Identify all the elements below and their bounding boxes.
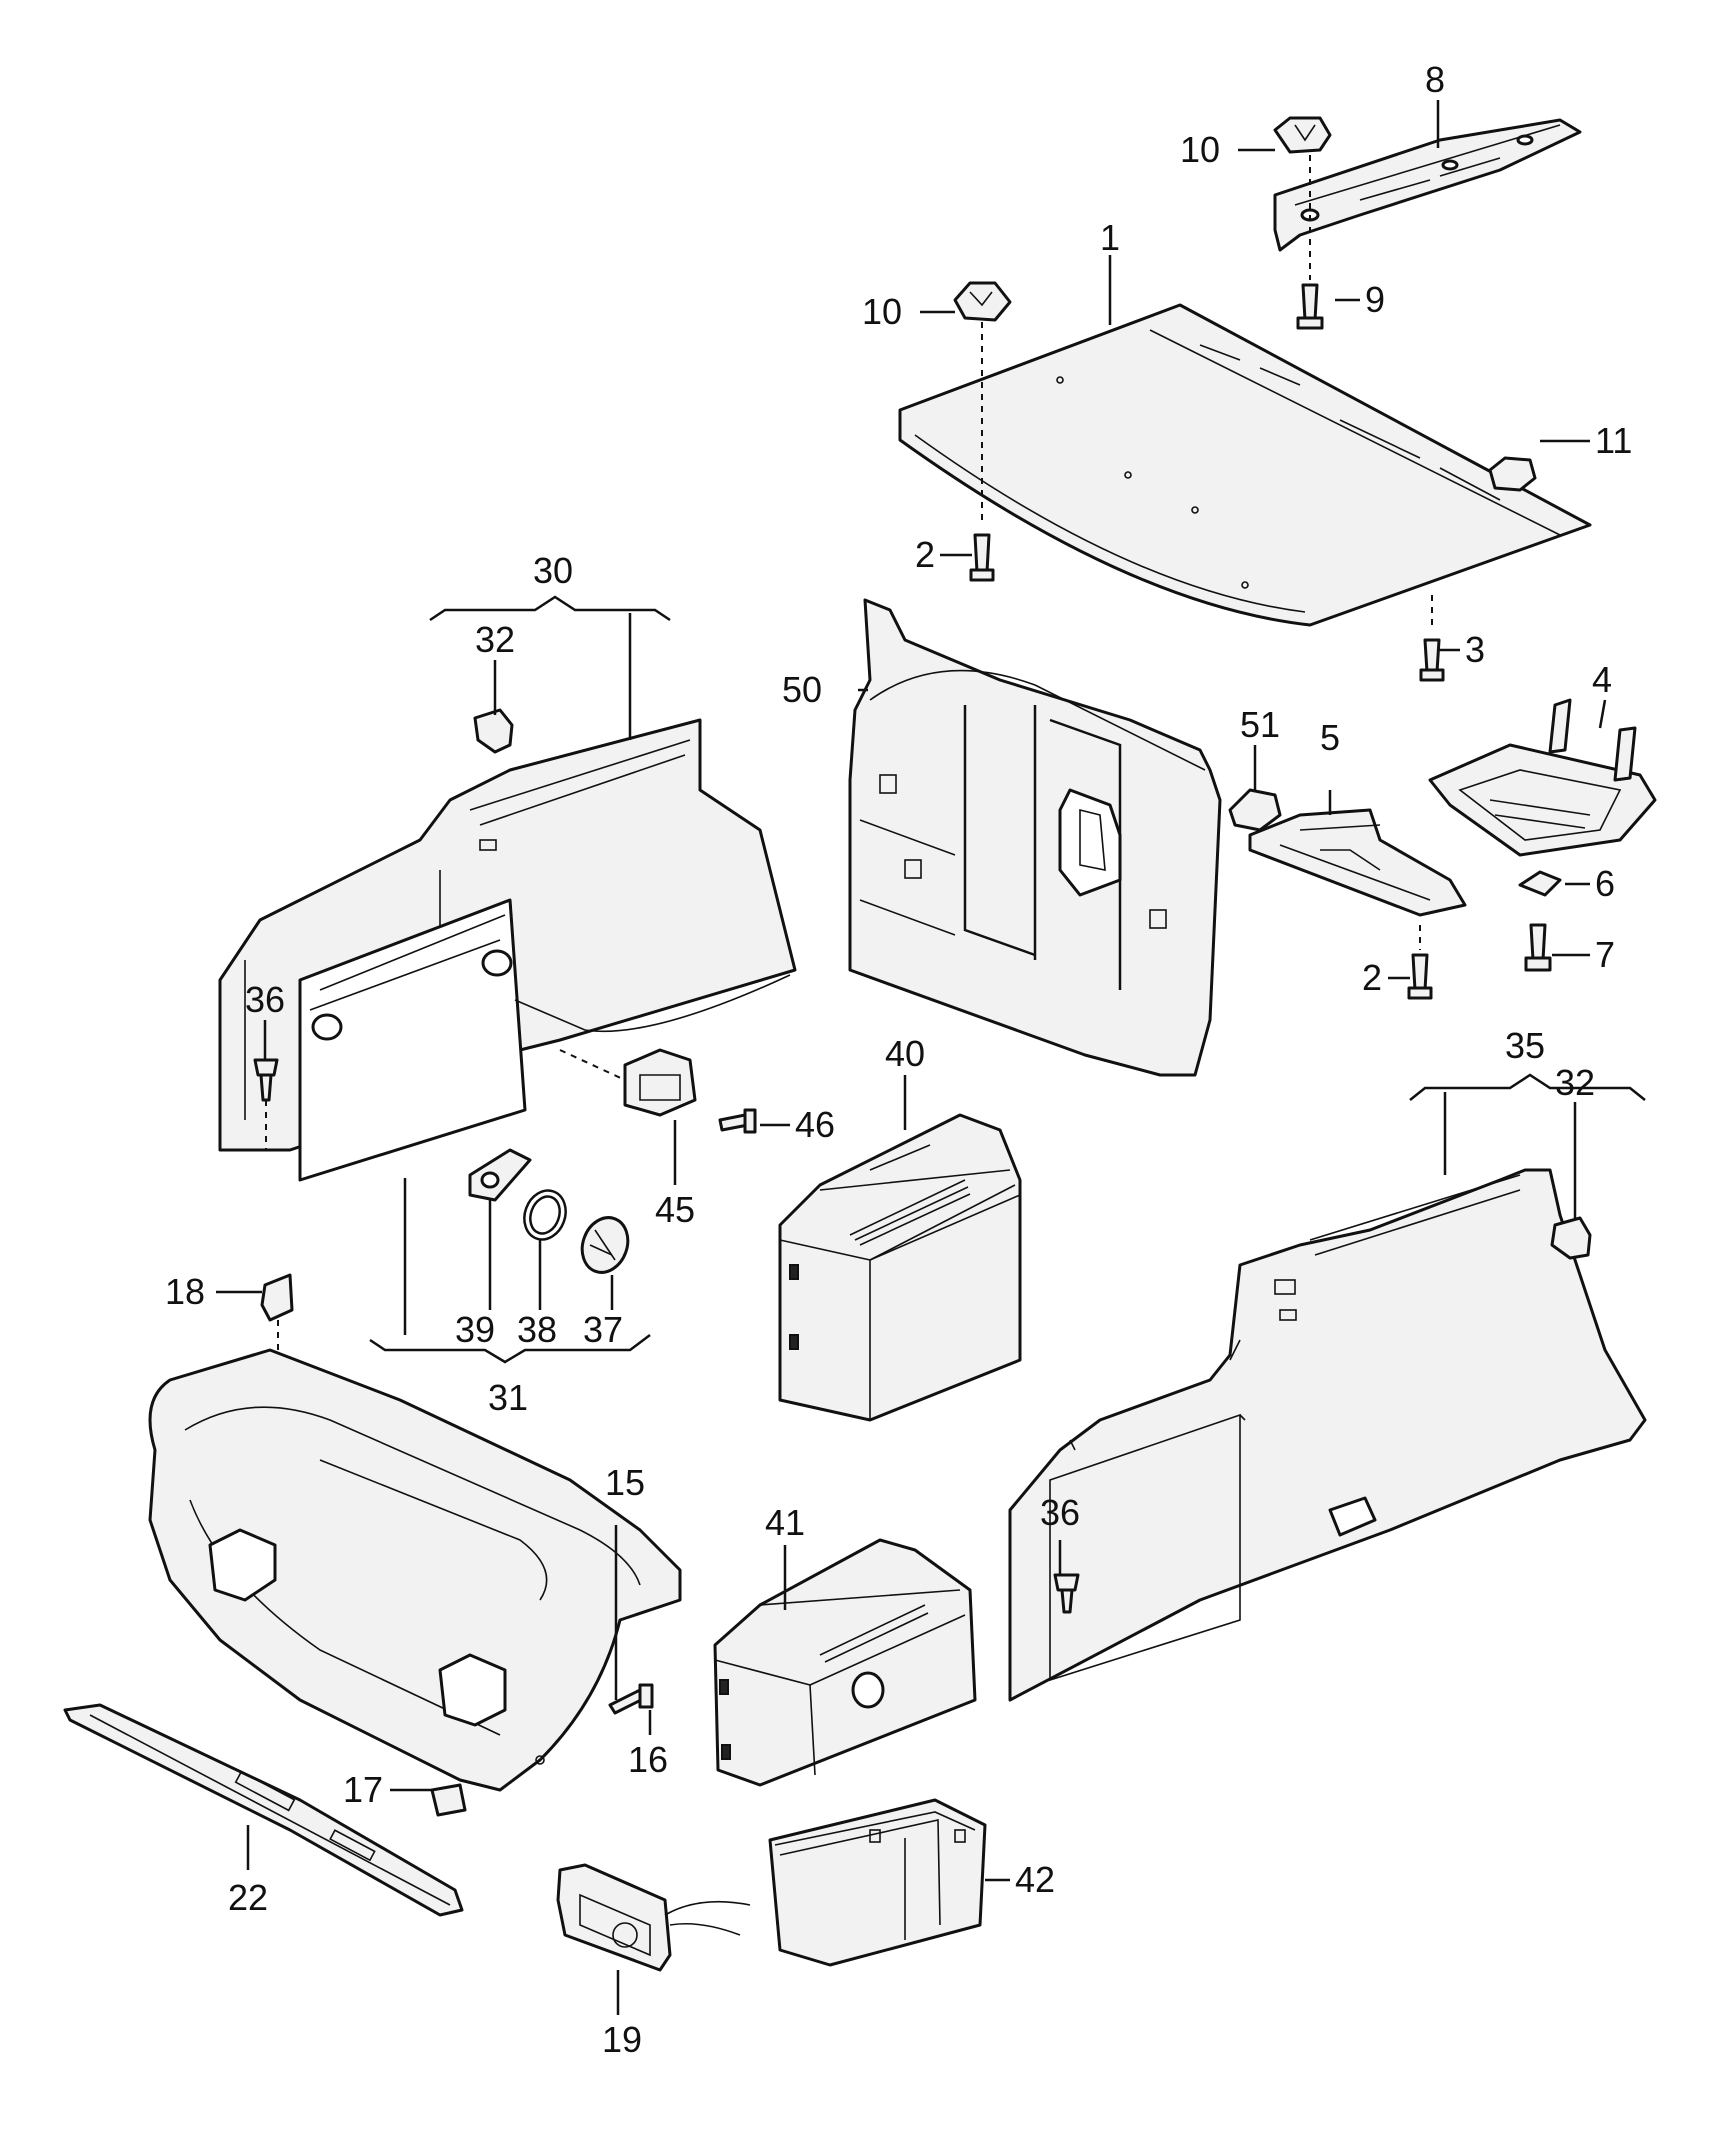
part-41-box [713,1538,977,1787]
callout-2-lower: 2 [1362,957,1382,998]
callout-15: 15 [605,1462,645,1503]
callout-19: 19 [602,2019,642,2060]
callout-4: 4 [1592,659,1612,700]
part-46-screw [718,1108,757,1134]
leader-lines [216,100,1646,2015]
part-42-bin [768,1798,987,1967]
part-7-screw [1524,923,1552,972]
callout-11: 11 [1595,420,1632,461]
part-16-screw [608,1683,654,1715]
callout-32-right: 32 [1555,1062,1595,1103]
part-32-clip-left [473,708,514,754]
part-39-plate [468,1148,532,1202]
callout-22: 22 [228,1877,268,1918]
part-2-screw-lower [1407,925,1433,1000]
callout-5: 5 [1320,717,1340,758]
callout-35: 35 [1505,1025,1545,1066]
part-15-tailgate-trim [148,1348,682,1792]
callout-10-lower: 10 [862,291,902,332]
part-2-screw-upper [969,322,995,582]
callout-labels: 8 10 1 9 10 11 2 30 3 32 4 50 51 5 6 7 2… [165,59,1632,2060]
callout-38: 38 [517,1309,557,1350]
part-19-lamp [556,1863,751,1972]
part-36-pin-right [1053,1573,1080,1614]
callout-45: 45 [655,1189,695,1230]
part-38-ring [523,1189,567,1241]
callout-8: 8 [1425,59,1445,100]
callout-3: 3 [1465,629,1485,670]
callout-1: 1 [1100,217,1120,258]
part-30-left-side-trim [218,718,797,1182]
callout-6: 6 [1595,863,1615,904]
callout-41: 41 [765,1502,805,1543]
part-36-pin-left [253,1058,279,1150]
callout-16: 16 [628,1739,668,1780]
callout-10-upper: 10 [1180,129,1220,170]
part-32-clip-right [1550,1216,1592,1260]
callout-42: 42 [1015,1859,1055,1900]
callout-50: 50 [782,669,822,710]
part-22-rail [63,1703,464,1917]
part-1-parcel-shelf [898,303,1592,627]
callout-2-upper: 2 [915,534,935,575]
callout-51: 51 [1240,704,1280,745]
part-40-box [778,1113,1022,1422]
callout-46: 46 [795,1104,835,1145]
part-4-tray [1428,698,1657,857]
callout-36-left: 36 [245,979,285,1020]
callout-31: 31 [488,1377,528,1418]
callout-17: 17 [343,1769,383,1810]
callout-37: 37 [583,1309,623,1350]
part-3-screw [1419,595,1445,682]
callout-36-right: 36 [1040,1492,1080,1533]
part-51-clip [1228,788,1282,832]
part-9-screw [1296,155,1324,330]
callout-39: 39 [455,1309,495,1350]
callout-30: 30 [533,550,573,591]
callout-18: 18 [165,1271,205,1312]
part-5-bracket [1248,808,1467,917]
part-10-clip-upper [1273,116,1332,154]
callout-7: 7 [1595,934,1615,975]
part-50-rear-panel [848,598,1222,1077]
part-6-nut [1518,870,1562,897]
part-10-clip-lower [953,281,1012,322]
part-35-right-side-trim [1008,1168,1647,1702]
callout-32-left: 32 [475,619,515,660]
part-17-clip [430,1783,467,1817]
part-37-cap [580,1216,630,1274]
part-45-holder [559,1048,697,1117]
callout-9: 9 [1365,279,1385,320]
part-11-clip [1488,456,1537,492]
callout-40: 40 [885,1033,925,1074]
